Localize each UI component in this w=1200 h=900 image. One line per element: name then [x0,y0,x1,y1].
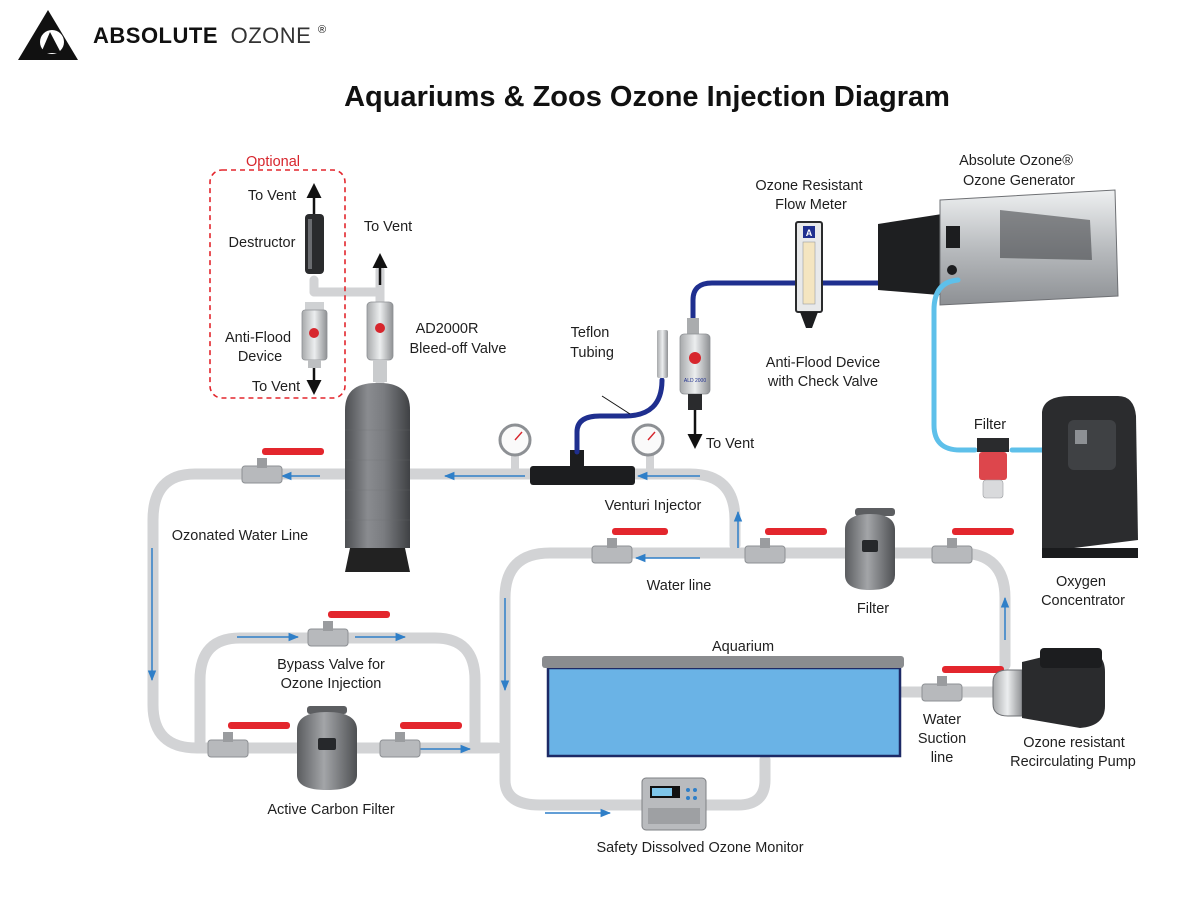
ball-valve-icon [921,666,1004,702]
flowmeter-label-2: Flow Meter [775,197,847,213]
oxygen-concentrator-icon [1042,396,1138,552]
aquarium: Aquarium [542,639,904,758]
teflon-tubing [574,280,945,455]
to-vent-antiflood-label: To Vent [252,379,300,395]
carbon-filter: Active Carbon Filter [267,706,395,818]
anti-flood-device-label-1: Anti-Flood [225,330,291,346]
oxygen-concentrator: Oxygen Concentrator [1041,396,1138,609]
oxygen-filter-icon [979,452,1007,480]
bypass-label-1: Bypass Valve for [277,657,385,673]
afd-check-label-2: with Check Valve [767,374,878,390]
teflon-label-1: Teflon [571,325,610,341]
generator-label-2: Ozone Generator [963,173,1075,189]
afd-badge: ALD 2000 [684,378,706,384]
to-vent-destructor-label: To Vent [248,188,296,204]
flow-arrows [147,471,1010,818]
to-vent-bleed-label: To Vent [364,219,412,235]
svg-text:ABSOLUTE OZONE ®: ABSOLUTE OZONE ® [93,23,327,48]
suction-label-1: Water [923,712,961,728]
optional-destructor-group: Optional To Vent Destructor Anti-Flood D… [209,154,346,399]
sand-filter: Filter [845,508,895,617]
suction-label-3: line [931,750,954,766]
ball-valve-icon [379,722,462,758]
bleed-off-valve: To Vent AD2000R Bleed-off Valve [364,219,507,382]
aquarium-label: Aquarium [712,639,774,655]
brand-name-bold: ABSOLUTE [93,23,218,48]
to-vent-afd-label: To Vent [706,436,754,452]
pump-label-2: Recirculating Pump [1010,754,1136,770]
ozone-generator: Absolute Ozone® Ozone Generator [878,153,1119,306]
ad2000r-label-1: AD2000R [416,321,479,337]
aquarium-rim [542,656,904,668]
oxygen-label-2: Concentrator [1041,593,1125,609]
anti-flood-device-label-2: Device [238,349,282,365]
ball-valve-icon [307,611,390,647]
bypass-label-2: Ozone Injection [281,676,382,692]
flow-meter: A Ozone Resistant Flow Meter [755,178,863,328]
water-line-label: Water line [647,578,712,594]
venturi-assembly: Venturi Injector [498,423,702,514]
brand-logo: ABSOLUTE OZONE ® [18,10,327,60]
rotameter-mark: A [806,228,813,238]
teflon-label-2: Tubing [570,345,614,361]
oxygen-label-1: Oxygen [1056,574,1106,590]
optional-label: Optional [246,154,300,170]
ozone-monitor: Safety Dissolved Ozone Monitor [596,777,804,856]
oxygen-filter: Filter [974,417,1009,499]
flowmeter-label-1: Ozone Resistant [755,178,862,194]
ball-valve-icon [207,722,290,758]
brand-name-light: OZONE [231,23,312,48]
brand-reg-mark: ® [318,24,327,36]
recirculating-pump: Ozone resistant Recirculating Pump [992,648,1136,770]
ball-valves [207,448,1014,758]
ball-valve-icon [241,448,324,484]
page-title: Aquariums & Zoos Ozone Injection Diagram [344,81,950,113]
pump-label-1: Ozone resistant [1023,735,1125,751]
ozonated-line-label: Ozonated Water Line [172,528,308,544]
filter-mid-label: Filter [857,601,889,617]
contact-tank [345,383,410,572]
carbon-filter-icon [297,712,357,790]
carbon-label: Active Carbon Filter [267,802,394,818]
ball-valve-icon [744,528,827,564]
venturi-label: Venturi Injector [605,498,702,514]
filter-top-label: Filter [974,417,1006,433]
ad2000r-label-2: Bleed-off Valve [410,341,507,357]
teflon-pointer: Teflon Tubing [570,325,631,415]
destructor-icon [305,214,324,274]
suction-label-2: Suction [918,731,966,747]
ball-valve-icon [591,528,668,564]
ball-valve-icon [931,528,1014,564]
check-valve-fitting-icon [657,330,668,378]
anti-flood-check-valve: ALD 2000 To Vent Anti-Flood Device with … [679,318,880,452]
generator-label-1: Absolute Ozone® [959,153,1073,169]
optional-border [209,169,346,399]
destructor-label: Destructor [229,235,296,251]
venturi-injector-icon [530,466,635,485]
afd-check-label-1: Anti-Flood Device [766,355,880,371]
monitor-label: Safety Dissolved Ozone Monitor [596,840,803,856]
aquarium-tank-icon [546,666,902,758]
